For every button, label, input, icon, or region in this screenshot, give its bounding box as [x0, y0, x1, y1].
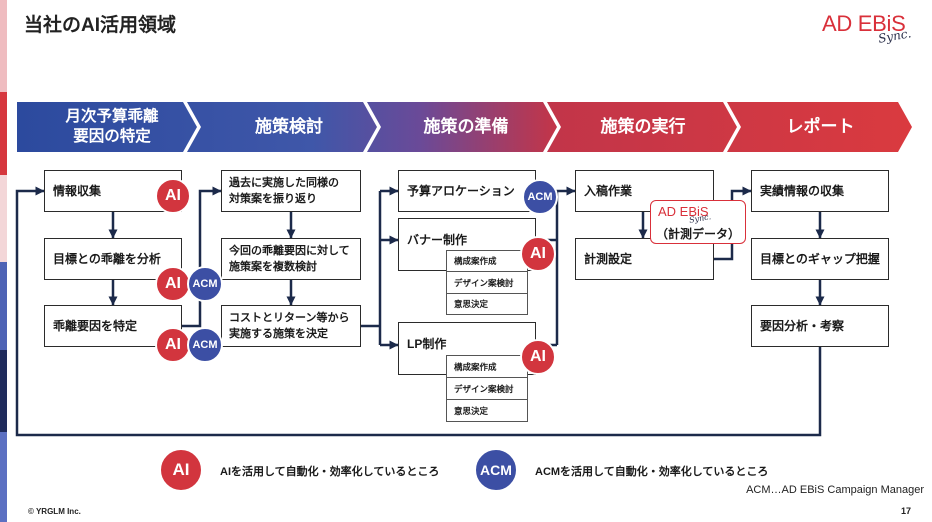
edge-strip-3 — [0, 175, 7, 262]
ai-badge: AI — [520, 236, 556, 272]
subtask-banner-design: デザイン案検討 — [446, 271, 528, 294]
page-number: 17 — [901, 506, 912, 516]
edge-strip-5 — [0, 350, 7, 432]
subtask-lp-decision: 意思決定 — [446, 399, 528, 422]
link-identify-to-plan — [182, 186, 222, 328]
edge-strip-4 — [0, 262, 7, 350]
phase-label-prepare: 施策の準備 — [423, 117, 509, 136]
step-cause-analysis: 要因分析・考察 — [751, 305, 889, 347]
edge-strip-2 — [0, 92, 7, 175]
ai-badge: AI — [155, 178, 191, 214]
step-gap-understanding: 目標とのギャップ把握 — [751, 238, 889, 280]
acm-badge: ACM — [187, 327, 223, 363]
copyright: © YRGLM Inc. — [28, 507, 81, 516]
step-measurement-setup: 計測設定 — [575, 238, 714, 280]
ai-badge: AI — [155, 266, 191, 302]
acm-badge: ACM — [187, 266, 223, 302]
brand-logo-wordmark: AD EBiS — [822, 11, 906, 36]
step-decide-measure: コストとリターン等から 実施する施策を決定 — [221, 305, 361, 347]
edge-strip-1 — [0, 0, 7, 92]
phase-label-plan: 施策検討 — [255, 117, 323, 136]
ai-badge: AI — [520, 339, 556, 375]
edge-strip-6 — [0, 432, 7, 522]
legend-acm-text: ACMを活用して自動化・効率化しているところ — [535, 466, 769, 478]
phase-label-identify: 月次予算乖離 要因の特定 — [65, 108, 159, 145]
step-budget-allocation: 予算アロケーション — [398, 170, 536, 212]
subtask-lp-structure: 構成案作成 — [446, 355, 528, 378]
legend-acm-badge: ACM — [474, 448, 518, 492]
step-collect-results: 実績情報の収集 — [751, 170, 889, 212]
callout-label: （計測データ） — [655, 227, 740, 241]
legend-ai-badge: AI — [159, 448, 203, 492]
phase-label-report: レポート — [786, 117, 855, 136]
subtask-lp-design: デザイン案検討 — [446, 377, 528, 400]
subtask-banner-decision: 意思決定 — [446, 293, 528, 315]
ai-badge: AI — [155, 327, 191, 363]
acm-badge: ACM — [522, 179, 558, 215]
link-plan-to-prepare-trunk — [361, 191, 382, 345]
step-draft-measures: 今回の乖離要因に対して 施策案を複数検討 — [221, 238, 361, 280]
phase-label-execute: 施策の実行 — [600, 117, 686, 136]
subtask-banner-structure: 構成案作成 — [446, 250, 528, 272]
legend-ai-text: AIを活用して自動化・効率化しているところ — [220, 466, 440, 478]
slide-title: 当社のAI活用領域 — [24, 15, 177, 36]
acm-footnote: ACM…AD EBiS Campaign Manager — [746, 484, 924, 496]
measurement-data-callout: AD EBiS Sync. （計測データ） — [650, 200, 746, 244]
step-review-past-measures: 過去に実施した同様の 対策案を振り返り — [221, 170, 361, 212]
